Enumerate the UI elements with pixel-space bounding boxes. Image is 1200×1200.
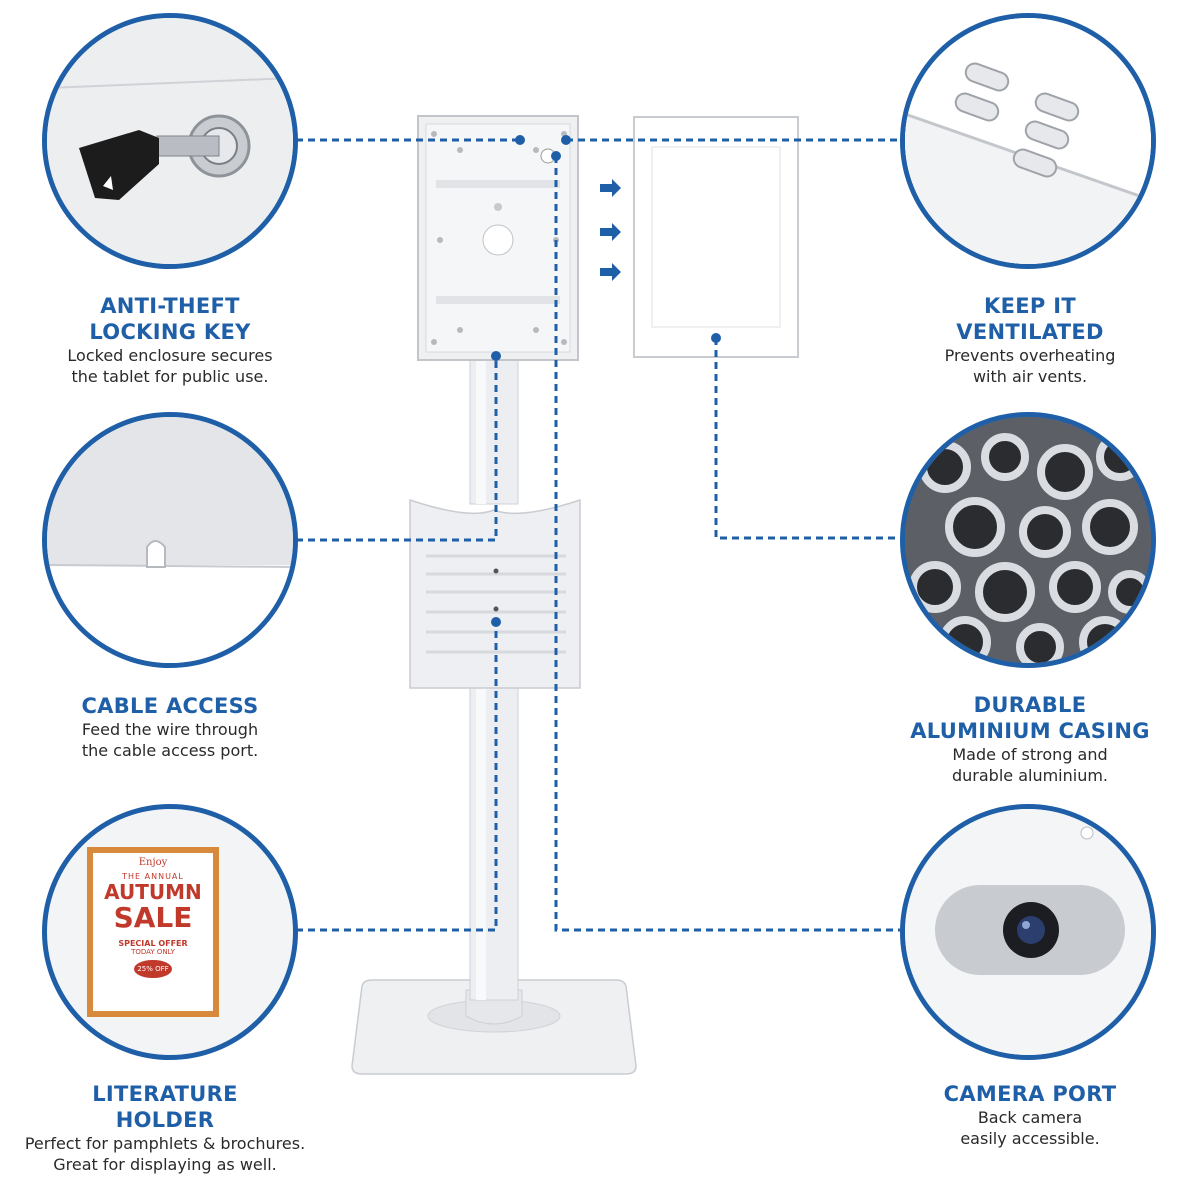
vents-circle xyxy=(900,13,1156,269)
feature-desc: easily accessible. xyxy=(960,1129,1100,1148)
feature-literature: LITERATURE HOLDER Perfect for pamphlets … xyxy=(0,1081,330,1175)
feature-title: LOCKING KEY xyxy=(89,320,251,344)
feature-title: LITERATURE xyxy=(92,1082,238,1106)
brochure-small: Enjoy xyxy=(138,857,168,868)
feature-anti-theft: ANTI-THEFT LOCKING KEY Locked enclosure … xyxy=(20,293,320,387)
arrow-icons xyxy=(600,179,621,281)
cable-port-icon xyxy=(47,417,293,663)
feature-title: VENTILATED xyxy=(956,320,1104,344)
literature-circle: Enjoy THE ANNUAL AUTUMN SALE SPECIAL OFF… xyxy=(42,804,298,1060)
camera-circle xyxy=(900,804,1156,1060)
feature-desc: Made of strong and xyxy=(952,745,1108,764)
feature-title: CAMERA PORT xyxy=(943,1082,1117,1106)
brochure-line4: SPECIAL OFFER xyxy=(118,939,188,948)
feature-cable-access: CABLE ACCESS Feed the wire through the c… xyxy=(20,693,320,761)
aluminium-tubes-icon xyxy=(905,417,1151,663)
feature-aluminium: DURABLE ALUMINIUM CASING Made of strong … xyxy=(880,692,1180,786)
brochure-badge: 25% OFF xyxy=(134,960,172,978)
feature-title: CABLE ACCESS xyxy=(81,694,259,718)
feature-title: HOLDER xyxy=(115,1108,215,1132)
feature-desc: with air vents. xyxy=(972,367,1088,386)
feature-ventilated: KEEP IT VENTILATED Prevents overheating … xyxy=(880,293,1180,387)
brochure-line2: AUTUMN xyxy=(104,880,202,904)
feature-title: ALUMINIUM CASING xyxy=(910,719,1150,743)
cable-access-circle xyxy=(42,412,298,668)
key-icon xyxy=(47,18,293,264)
feature-title: KEEP IT xyxy=(984,294,1076,318)
vent-icon xyxy=(905,18,1151,264)
feature-desc: Great for displaying as well. xyxy=(53,1155,277,1174)
feature-desc: Feed the wire through xyxy=(81,720,259,739)
feature-desc: Prevents overheating xyxy=(944,346,1116,365)
feature-title: DURABLE xyxy=(973,693,1087,717)
feature-desc: Perfect for pamphlets & brochures. xyxy=(24,1134,306,1153)
brochure: Enjoy THE ANNUAL AUTUMN SALE SPECIAL OFF… xyxy=(87,847,219,1017)
feature-desc: durable aluminium. xyxy=(951,766,1109,785)
feature-desc: Back camera xyxy=(977,1108,1083,1127)
aluminium-circle xyxy=(900,412,1156,668)
feature-desc: Locked enclosure secures xyxy=(67,346,273,365)
camera-icon xyxy=(905,809,1151,1055)
feature-desc: the tablet for public use. xyxy=(71,367,269,386)
feature-camera: CAMERA PORT Back camera easily accessibl… xyxy=(880,1081,1180,1149)
feature-title: ANTI-THEFT xyxy=(100,294,240,318)
brochure-line5: TODAY ONLY xyxy=(131,948,175,956)
brochure-line3: SALE xyxy=(113,901,193,934)
lock-key-circle xyxy=(42,13,298,269)
feature-desc: the cable access port. xyxy=(81,741,259,760)
brochure-line1: THE ANNUAL xyxy=(122,872,184,881)
